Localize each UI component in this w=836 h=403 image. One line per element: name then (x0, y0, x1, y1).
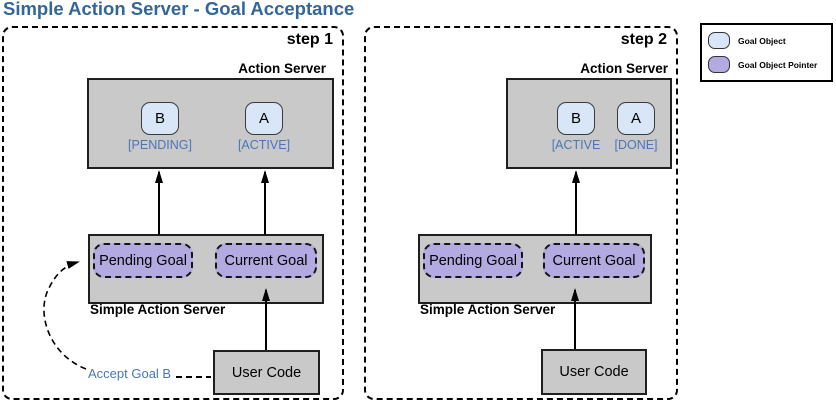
goal-a: A [DONE] (599, 102, 673, 152)
goal-b: B [PENDING] (123, 102, 197, 152)
current-goal-slot: Current Goal (215, 243, 317, 278)
simple-action-server-box: Pending Goal Current Goal (418, 234, 652, 304)
legend-label: Goal Object Pointer (738, 59, 818, 70)
simple-action-server-box: Pending Goal Current Goal (88, 234, 324, 304)
legend-label: Goal Object (738, 35, 786, 46)
simple-action-server-title: Simple Action Server (420, 302, 556, 317)
action-server-box: B [ACTIVE A [DONE] (506, 78, 672, 169)
page-title: Simple Action Server - Goal Acceptance (3, 0, 355, 19)
goal-b: B [ACTIVE (539, 102, 613, 152)
accept-goal-annotation: Accept Goal B (88, 366, 172, 381)
step-1-frame: step 1 Action Server B [PENDING] A [ACTI… (2, 26, 344, 400)
step-2-label: step 2 (620, 31, 667, 48)
goal-a-state: [DONE] (614, 138, 658, 152)
pending-goal-slot: Pending Goal (93, 243, 193, 278)
action-server-box: B [PENDING] A [ACTIVE] (87, 78, 334, 169)
step-2-frame: step 2 Action Server B [ACTIVE A [DONE] … (364, 26, 678, 400)
step-1-label: step 1 (286, 31, 333, 48)
legend-item-goal-object: Goal Object (708, 32, 825, 49)
goal-object-icon (708, 32, 730, 49)
goal-a-state: [ACTIVE] (237, 138, 291, 152)
goal-object-b: B (141, 102, 179, 135)
goal-object-a: A (617, 102, 655, 135)
goal-object-b: B (557, 102, 595, 135)
action-server-title: Action Server (238, 61, 326, 76)
goal-object-a: A (245, 102, 283, 135)
goal-b-state: [PENDING] (128, 138, 192, 152)
goal-b-state: [ACTIVE (551, 138, 601, 152)
goal-a: A [ACTIVE] (227, 102, 301, 152)
legend: Goal Object Goal Object Pointer (700, 23, 833, 82)
action-server-title: Action Server (580, 61, 668, 76)
goal-object-pointer-icon (708, 56, 730, 73)
legend-item-goal-object-pointer: Goal Object Pointer (708, 56, 825, 73)
pending-goal-slot: Pending Goal (423, 243, 523, 278)
simple-action-server-title: Simple Action Server (90, 302, 226, 317)
user-code-box: User Code (213, 350, 320, 395)
current-goal-slot: Current Goal (543, 243, 645, 278)
user-code-box: User Code (541, 349, 647, 395)
